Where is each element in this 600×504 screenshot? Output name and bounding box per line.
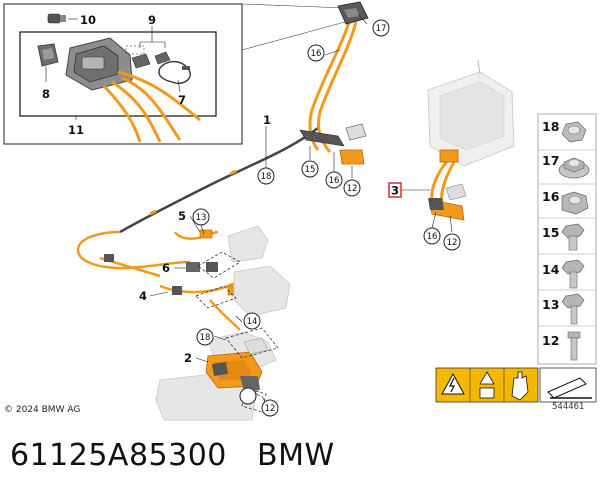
callout-16-top: 16: [311, 49, 322, 59]
callout-17: 17: [376, 24, 387, 34]
warning-label: [435, 367, 539, 403]
cap-part-10: [47, 13, 66, 24]
bracket-part-9: [131, 51, 171, 69]
part-number: 61125A85300: [10, 438, 227, 473]
inset-detail-view: 10 9 8 7 11: [3, 3, 346, 145]
bolt-14-icon: [561, 259, 585, 289]
background-components: [155, 225, 291, 421]
manual-icon: [479, 387, 495, 399]
highlight-box-part-3: [388, 182, 402, 198]
callout-14: 14: [247, 317, 258, 327]
panel-label-15: 15: [542, 225, 559, 240]
callout-18-main: 18: [261, 172, 272, 182]
panel-label-16: 16: [542, 189, 560, 204]
caution-icon: [479, 371, 495, 385]
callout-4: 4: [139, 289, 147, 303]
seal-part-7: [158, 61, 191, 84]
clip-part-8: [37, 43, 59, 67]
bolt-15-icon: [561, 223, 585, 251]
flange-nut-17-icon: [558, 157, 590, 179]
diagram-number: 544461: [552, 402, 585, 412]
stud-12-icon: [567, 331, 581, 361]
panel-label-18: 18: [542, 119, 559, 134]
bolt-13-icon: [561, 293, 585, 325]
panel-label-12: 12: [542, 333, 559, 348]
callout-1: 1: [263, 113, 271, 127]
main-cable-run: [119, 1, 369, 234]
part-number-line: 61125A85300 BMW: [10, 438, 335, 473]
callout-15: 15: [305, 165, 316, 175]
callout-12-mid: 12: [347, 184, 358, 194]
callout-8: 8: [42, 87, 50, 101]
callout-18-lower: 18: [200, 333, 211, 343]
callout-5: 5: [178, 209, 186, 223]
parts-panel: 18 17 16 15 14 13 12: [537, 113, 597, 365]
connector-housing: [65, 37, 133, 91]
lower-harness: [76, 230, 241, 331]
callout-3: 3: [391, 184, 399, 198]
copyright-text: © 2024 BMW AG: [4, 405, 81, 415]
right-assembly: [427, 59, 515, 221]
panel-label-13: 13: [542, 297, 559, 312]
callout-11: 11: [68, 123, 84, 137]
top-connector: [337, 1, 369, 25]
panel-label-14: 14: [542, 262, 560, 277]
hand-warning-icon: [511, 371, 529, 401]
brand-name: BMW: [257, 438, 335, 473]
high-voltage-icon: [441, 372, 465, 395]
assembly-part-2: [205, 337, 269, 392]
panel-label-17: 17: [542, 153, 559, 168]
callout-16-right: 16: [427, 232, 438, 242]
callout-2: 2: [184, 351, 192, 365]
callout-13: 13: [196, 213, 207, 223]
nut-16-icon: [561, 191, 589, 215]
callout-12-lower: 12: [265, 404, 276, 414]
nut-18-icon: [561, 121, 587, 143]
callout-7: 7: [178, 93, 186, 107]
inset-cables: [102, 70, 201, 143]
callout-12-right: 12: [447, 238, 458, 248]
callout-16-mid: 16: [329, 176, 340, 186]
callout-circles: [192, 19, 461, 417]
callout-6: 6: [162, 261, 170, 275]
direction-arrow-panel: [539, 367, 597, 403]
callout-10: 10: [80, 13, 96, 27]
callout-9: 9: [148, 13, 156, 27]
